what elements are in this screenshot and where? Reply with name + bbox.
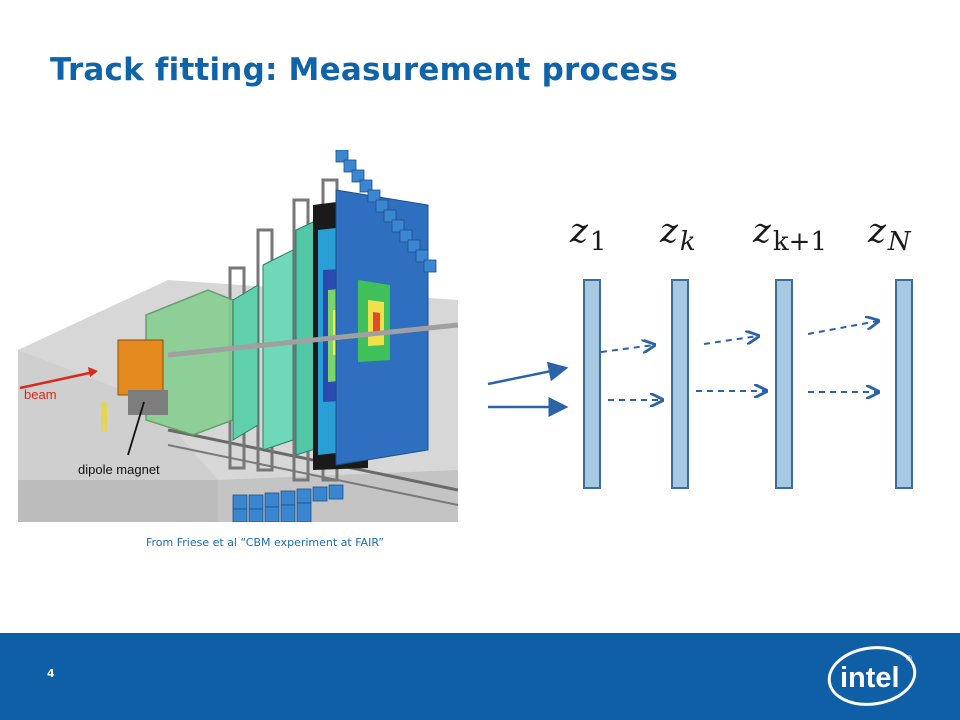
plane-zk1 <box>775 279 793 489</box>
page-number: 4 <box>47 667 55 680</box>
plane-zk <box>671 279 689 489</box>
beam-label: beam <box>24 387 57 402</box>
incoming-track-arrow <box>487 361 569 386</box>
label-zN: zN <box>867 211 912 257</box>
label-z1: z1 <box>569 211 606 257</box>
dipole-magnet-label: dipole magnet <box>78 462 160 477</box>
label-zk1: zk+1 <box>752 211 827 257</box>
label-zk: zk <box>659 211 696 257</box>
slide-title: Track fitting: Measurement process <box>50 52 679 88</box>
svg-text:®: ® <box>906 654 912 663</box>
propagation-arrow <box>807 321 878 335</box>
plane-zN <box>895 279 913 489</box>
intel-logo: intel ® <box>827 646 917 706</box>
footer-bar <box>0 633 960 720</box>
measurement-diagram: z1 zk zk+1 zN <box>487 211 913 489</box>
propagation-arrow <box>703 336 758 345</box>
detector-photo: beam dipole magnet <box>18 150 458 522</box>
photo-caption: From Friese et al “CBM experiment at FAI… <box>146 536 384 549</box>
svg-text:intel: intel <box>840 662 900 694</box>
plane-z1 <box>583 279 601 489</box>
propagation-arrow <box>600 345 654 352</box>
